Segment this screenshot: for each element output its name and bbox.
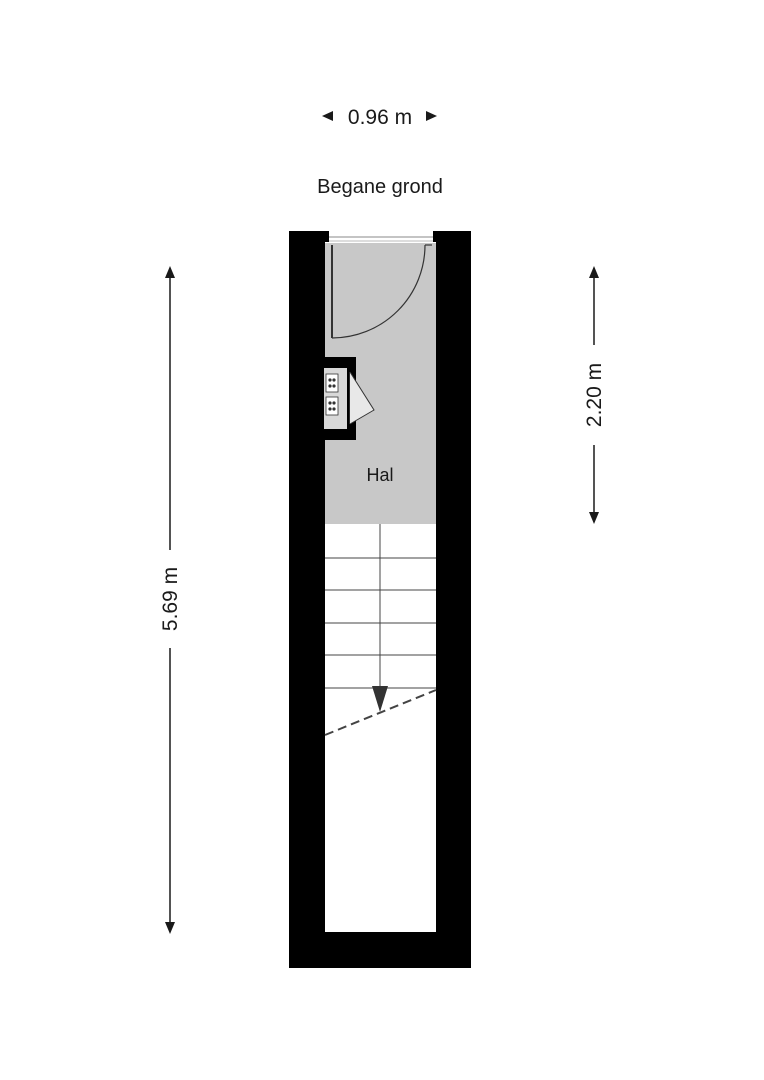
arrow-left-icon [322,111,333,121]
width-dimension: 0.96 m [322,106,437,129]
arrow-right-icon [426,111,437,121]
arrow-down-icon [165,922,175,934]
arrow-down-icon [589,512,599,524]
total-length-dimension: 5.69 m [159,266,182,934]
hall-length-dimension: 2.20 m [583,266,606,524]
stair-cut-line [324,689,437,736]
room-label-hal: Hal [366,465,393,485]
arrow-up-icon [589,266,599,278]
meter-cupboard [318,357,375,440]
cupboard-door-arc [349,371,375,425]
arrow-up-icon [165,266,175,278]
stair-direction-arrow-icon [372,686,388,712]
door-swing-arc [331,244,426,339]
meter-icon [325,373,339,393]
front-door [331,244,432,339]
total-length-label: 5.69 m [159,567,182,631]
meter-icon [325,396,339,416]
hall-length-label: 2.20 m [583,363,606,427]
width-dimension-label: 0.96 m [348,106,412,129]
front-entrance-opening [329,231,433,243]
floor-title: Begane grond [317,176,443,198]
staircase [324,524,437,736]
